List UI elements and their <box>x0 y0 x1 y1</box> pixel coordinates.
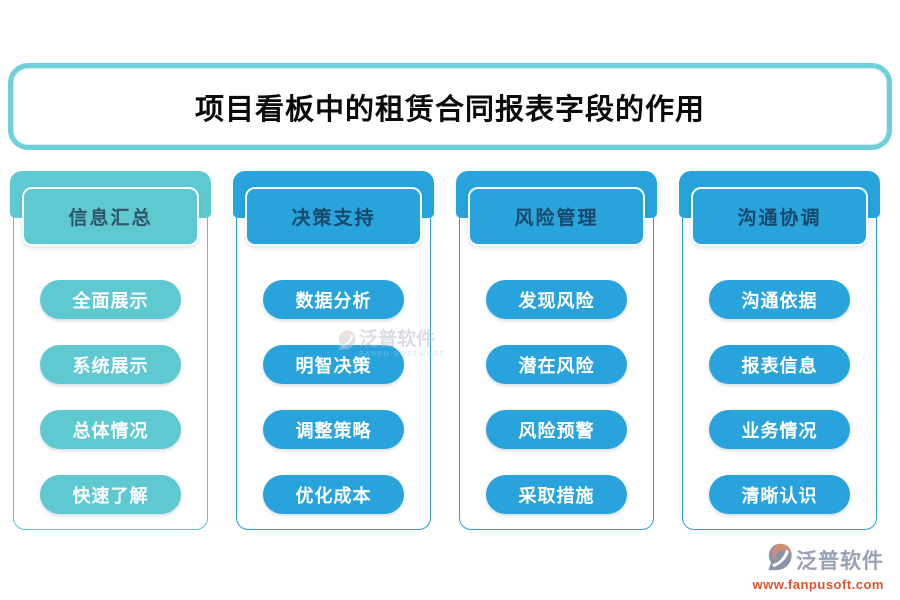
column-items: 沟通依据 报表信息 业务情况 清晰认识 <box>679 280 880 514</box>
column-header: 风险管理 <box>468 187 645 246</box>
column-info-summary: 信息汇总 全面展示 系统展示 总体情况 快速了解 <box>10 171 211 530</box>
column-communication: 沟通协调 沟通依据 报表信息 业务情况 清晰认识 <box>679 171 880 530</box>
item-pill: 发现风险 <box>486 280 627 319</box>
item-pill: 快速了解 <box>40 475 181 514</box>
column-header: 沟通协调 <box>691 187 868 246</box>
item-pill: 潜在风险 <box>486 345 627 384</box>
item-pill: 采取措施 <box>486 475 627 514</box>
column-items: 发现风险 潜在风险 风险预警 采取措施 <box>456 280 657 514</box>
page-title: 项目看板中的租赁合同报表字段的作用 <box>194 93 705 126</box>
column-header: 信息汇总 <box>22 187 199 246</box>
item-pill: 清晰认识 <box>709 475 850 514</box>
item-pill: 风险预警 <box>486 410 627 449</box>
brand-name: 泛普软件 <box>796 549 884 573</box>
column-header-label: 信息汇总 <box>68 208 153 229</box>
brand-url: www.fanpusoft.com <box>752 577 884 592</box>
columns-container: 信息汇总 全面展示 系统展示 总体情况 快速了解 决策支持 数据分析 明智决策 … <box>10 171 880 530</box>
item-pill: 优化成本 <box>263 475 404 514</box>
column-risk-management: 风险管理 发现风险 潜在风险 风险预警 采取措施 <box>456 171 657 530</box>
column-decision-support: 决策支持 数据分析 明智决策 调整策略 优化成本 <box>233 171 434 530</box>
item-pill: 明智决策 <box>263 345 404 384</box>
column-header-label: 风险管理 <box>514 208 599 229</box>
item-pill: 系统展示 <box>40 345 181 384</box>
brand-logo-icon <box>767 543 793 576</box>
column-header-label: 沟通协调 <box>737 208 822 229</box>
item-pill: 全面展示 <box>40 280 181 319</box>
item-pill: 总体情况 <box>40 410 181 449</box>
item-pill: 报表信息 <box>709 345 850 384</box>
column-header: 决策支持 <box>245 187 422 246</box>
item-pill: 业务情况 <box>709 410 850 449</box>
item-pill: 沟通依据 <box>709 280 850 319</box>
column-items: 数据分析 明智决策 调整策略 优化成本 <box>233 280 434 514</box>
page-title-box: 项目看板中的租赁合同报表字段的作用 <box>8 63 892 150</box>
item-pill: 调整策略 <box>263 410 404 449</box>
column-header-label: 决策支持 <box>291 208 376 229</box>
column-items: 全面展示 系统展示 总体情况 快速了解 <box>10 280 211 514</box>
brand-block: 泛普软件 www.fanpusoft.com <box>752 543 884 592</box>
item-pill: 数据分析 <box>263 280 404 319</box>
